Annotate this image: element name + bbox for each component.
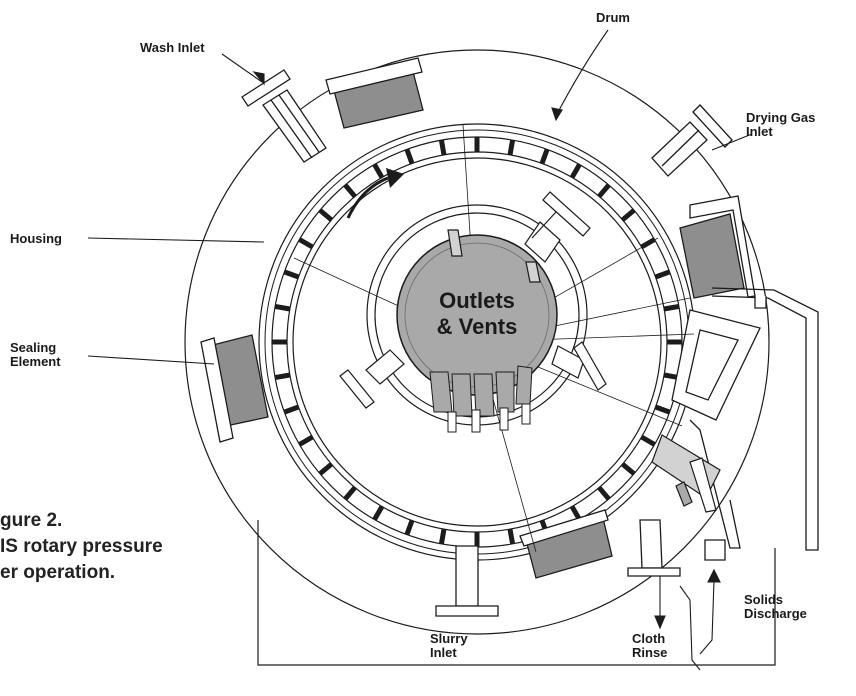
sealing-blocks (200, 57, 756, 579)
slurry-inlet-label-line1: Slurry (430, 631, 468, 646)
wash-inlet-leader (221, 53, 263, 83)
housing-base (257, 520, 776, 666)
discharge-roll (651, 434, 721, 513)
caption-line-1: gure 2. (0, 510, 63, 531)
wash-inlet-pipe (262, 89, 327, 163)
housing-leader (87, 237, 265, 243)
cloth-rinse-pipe (639, 519, 663, 569)
drum-cell-divider (620, 462, 636, 476)
drum-cell-divider (343, 183, 357, 199)
housing-label: Housing (10, 231, 62, 246)
leader-lines (87, 29, 753, 671)
slurry-inlet-label-line2: Inlet (430, 645, 457, 660)
drum-cell-divider (569, 505, 582, 521)
pipes (241, 69, 733, 617)
drying-gas-label-line1: Drying Gas (746, 110, 815, 125)
wash-inlet-label: Wash Inlet (140, 40, 205, 55)
drum-cell-divider (283, 404, 300, 415)
cloth-rinse-label-line2: Rinse (632, 645, 667, 660)
drum-cell-divider (507, 528, 516, 545)
drum-cell-divider (640, 434, 656, 447)
drum-cell-divider (283, 269, 300, 280)
drum-cell-divider (274, 372, 291, 381)
drum-cell-divider (318, 208, 334, 222)
slurry-inlet-pipe (455, 545, 479, 607)
sealing-element-label-line1: Sealing (10, 340, 56, 355)
solids-discharge-chute (671, 287, 819, 551)
drum-cell-divider (597, 485, 611, 501)
inner-nozzles (339, 191, 607, 409)
sealing-block-right (679, 213, 745, 299)
drum-cell-divider (274, 303, 291, 312)
drum-cell-divider (318, 462, 334, 476)
cloth-rinse-label-line1: Cloth (632, 631, 665, 646)
drum-cell-divider (539, 148, 550, 165)
drum-cell-divider (298, 434, 314, 447)
drying-gas-label-line2: Inlet (746, 124, 773, 139)
sealing-element-label-line2: Element (10, 354, 61, 369)
valve-teeth (429, 365, 533, 417)
drum-cell-divider (569, 163, 582, 179)
solids-discharge-label-line2: Discharge (744, 606, 807, 621)
drum-cell-divider (343, 485, 357, 501)
drum-cells (272, 137, 682, 547)
drum-cell-divider (620, 208, 636, 222)
drum-cell-divider (438, 139, 447, 156)
drum-leader (555, 29, 609, 117)
drum-cell-divider (507, 139, 516, 156)
solids-discharge-leader (699, 579, 715, 655)
center-label-line1: Outlets (439, 288, 515, 313)
figure-caption: gure 2. IS rotary pressure er operation. (0, 508, 220, 586)
nozzle-lower-right (551, 345, 585, 379)
drying-gas-leader (711, 133, 753, 151)
drum-cell-divider (597, 183, 611, 199)
caption-line-2: IS rotary pressure (0, 536, 163, 557)
drum-label: Drum (596, 10, 630, 25)
drum-cell-divider (372, 163, 385, 179)
nozzle-upper-right (524, 221, 561, 263)
drum-cell-divider (438, 528, 447, 545)
drum-cell-divider (298, 237, 314, 250)
caption-line-3: er operation. (0, 562, 116, 583)
outer-housing-circle (184, 49, 770, 635)
drum-cell-divider (372, 505, 385, 521)
solids-discharge-label-line1: Solids (744, 592, 783, 607)
drum-cell-divider (404, 148, 415, 165)
drum-cell-divider (654, 269, 671, 280)
drum-cell-divider (663, 303, 680, 312)
nozzle-lower-left (365, 349, 405, 385)
drum-cell-divider (654, 404, 671, 415)
sealing-element-leader (87, 355, 215, 365)
spring-valves (447, 403, 531, 433)
drum-cell-divider (404, 519, 415, 536)
center-label-line2: & Vents (437, 314, 518, 339)
rotation-arrow (346, 168, 404, 219)
